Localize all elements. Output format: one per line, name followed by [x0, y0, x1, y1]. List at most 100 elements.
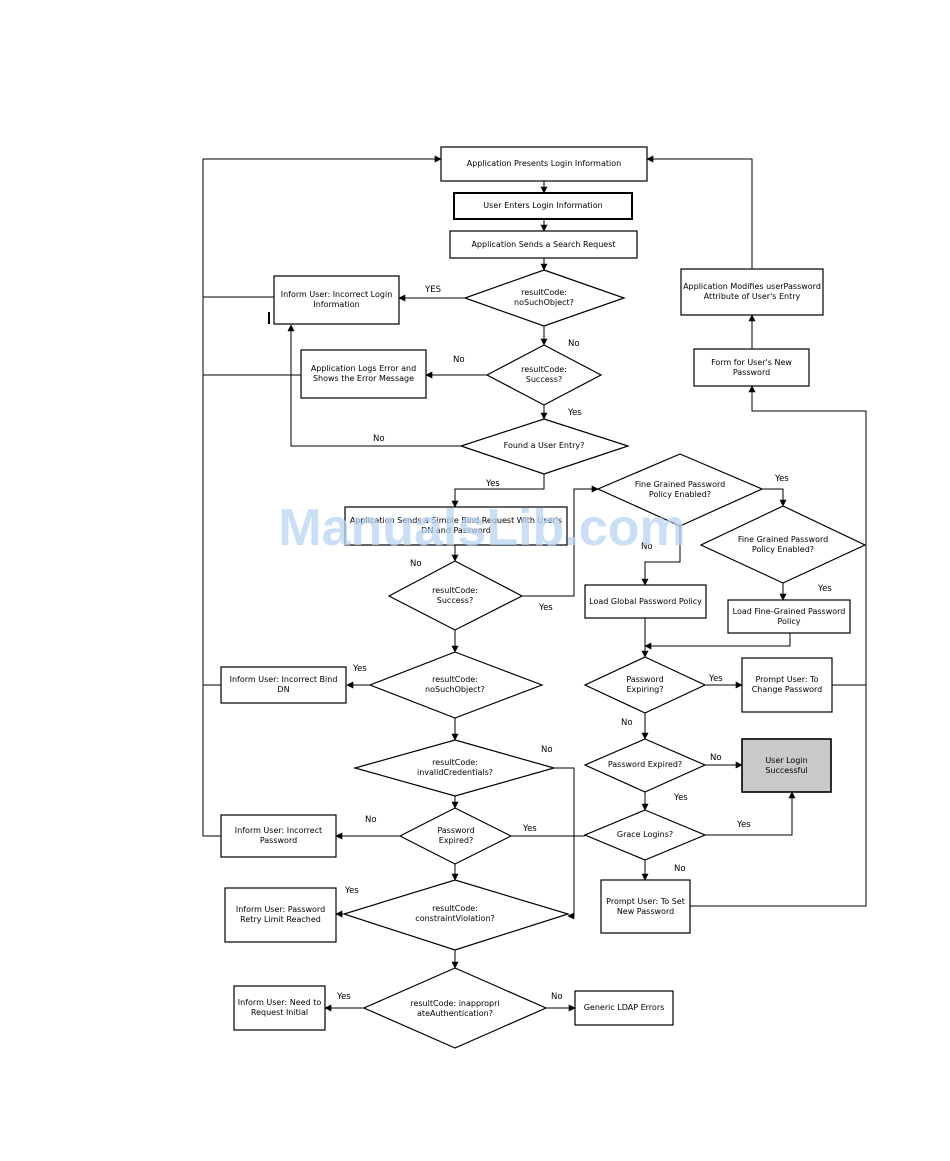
- node-fgpp-enabled-2-label: Fine Grained Password Policy Enabled?: [737, 535, 829, 554]
- node-inform-need-request: Inform User: Need to Request Initial: [233, 985, 326, 1031]
- label-no-grace: No: [674, 864, 686, 874]
- node-inform-retry-limit: Inform User: Password Retry Limit Reache…: [224, 887, 337, 943]
- label-yes-nosuchobject: YES: [424, 285, 441, 295]
- label-yes-expiredright: Yes: [673, 793, 688, 803]
- edge-found-yes: [451, 474, 545, 508]
- node-grace-logins: Grace Logins?: [583, 809, 707, 861]
- edges: [202, 155, 867, 1012]
- node-pwd-expired-left-label: Password Expired?: [437, 826, 475, 845]
- node-invalid-credentials: resultCode: invalidCredentials?: [352, 739, 557, 797]
- node-enters-login: User Enters Login Information: [453, 192, 633, 220]
- node-sends-search-label: Application Sends a Search Request: [471, 239, 616, 249]
- node-load-global-label: Load Global Password Policy: [589, 596, 702, 606]
- node-bind-no-such-object-label: resultCode: noSuchObject?: [425, 675, 485, 694]
- label-yes-expiring: Yes: [708, 674, 723, 684]
- node-sends-search: Application Sends a Search Request: [449, 230, 638, 259]
- node-present-login-label: Application Presents Login Information: [466, 159, 622, 169]
- label-yes-bindnosuch: Yes: [352, 664, 367, 674]
- node-bind-no-such-object: resultCode: noSuchObject?: [368, 651, 544, 719]
- node-pwd-expiring: Password Expiring?: [583, 656, 707, 714]
- node-simple-bind: Application Sends a Simple Bind Request …: [344, 506, 568, 546]
- label-yes-inappropriate: Yes: [336, 992, 351, 1002]
- edge-invalidcred-no: [554, 767, 575, 920]
- node-fgpp-enabled-1: Fine Grained Password Policy Enabled?: [596, 453, 764, 527]
- node-form-new-password-label: Form for User's New Password: [711, 357, 792, 377]
- node-inform-incorrect-login-label: Inform User: Incorrect Login Information: [280, 290, 393, 309]
- watermark: ManualsLib.com: [278, 499, 685, 557]
- node-simple-bind-label: Application Sends a Simple Bind Request …: [349, 516, 563, 535]
- label-yes-bindsuccess: Yes: [538, 603, 553, 613]
- node-load-global: Load Global Password Policy: [584, 584, 707, 619]
- node-enters-login-label: User Enters Login Information: [483, 201, 603, 211]
- edge-fine-merge: [644, 633, 791, 650]
- label-yes-fgpp2: Yes: [817, 584, 832, 594]
- node-load-fine: Load Fine-Grained Password Policy: [727, 599, 851, 634]
- node-prompt-set-new: Prompt User: To Set New Password: [600, 879, 691, 934]
- node-login-success: User Login Successful: [741, 738, 832, 793]
- node-generic-errors: Generic LDAP Errors: [574, 990, 674, 1026]
- node-login-success-label: User Login Successful: [765, 755, 808, 775]
- node-inform-need-request-label: Inform User: Need to Request Initial: [237, 998, 322, 1017]
- edge-labels: YES No No Yes No Yes No Yes Yes No No Ye…: [336, 285, 832, 1002]
- node-prompt-set-new-label: Prompt User: To Set New Password: [606, 896, 685, 916]
- label-no-found: No: [373, 434, 385, 444]
- edge-found-no: [287, 324, 461, 447]
- node-inappropriate-auth: resultCode: inappropriateAuthentication?: [362, 967, 548, 1049]
- label-no-invalidcred: No: [541, 745, 553, 755]
- edge-right-rail: [690, 385, 867, 907]
- node-inform-incorrect-dn: Inform User: Incorrect Bind DN: [220, 666, 347, 704]
- label-no-success: No: [453, 355, 465, 365]
- edge-modify-to-present: [646, 155, 753, 269]
- node-inappropriate-auth-label: resultCode: inappropriateAuthentication?: [410, 999, 500, 1018]
- node-modifies-attr: Application Modifies userPassword Attrib…: [680, 268, 824, 316]
- node-grace-logins-label: Grace Logins?: [616, 830, 674, 840]
- label-no-expiring: No: [621, 718, 633, 728]
- node-form-new-password: Form for User's New Password: [693, 348, 810, 387]
- node-fgpp-enabled-1-label: Fine Grained Password Policy Enabled?: [634, 480, 726, 499]
- node-is-success-label: resultCode: Success?: [521, 365, 567, 384]
- node-pwd-expiring-label: Password Expiring?: [626, 675, 664, 694]
- label-yes-found: Yes: [485, 479, 500, 489]
- node-invalid-credentials-label: resultCode: invalidCredentials?: [416, 758, 494, 777]
- node-pwd-expired-left: Password Expired?: [398, 807, 513, 865]
- label-yes-grace: Yes: [736, 820, 751, 830]
- node-pwd-expired-right-label: Password Expired?: [607, 760, 683, 770]
- nodes: Application Presents Login Information U…: [220, 146, 867, 1049]
- edge-fgpp1-no: [641, 526, 681, 586]
- node-load-fine-label: Load Fine-Grained Password Policy: [732, 606, 846, 626]
- node-prompt-change-label: Prompt User: To Change Password: [751, 675, 823, 694]
- edge-left-rail: [202, 155, 442, 837]
- node-fgpp-enabled-2: Fine Grained Password Policy Enabled?: [699, 505, 867, 584]
- label-no-expiredright: No: [710, 753, 722, 763]
- label-yes-fgpp1: Yes: [774, 474, 789, 484]
- label-yes-constraint: Yes: [344, 886, 359, 896]
- edge-grace-yes: [705, 791, 796, 836]
- node-logs-error: Application Logs Error and Shows the Err…: [300, 349, 427, 399]
- node-inform-incorrect-password-label: Inform User: Incorrect Password: [234, 826, 323, 845]
- node-bind-success-label: resultCode: Success?: [432, 586, 478, 605]
- node-modifies-attr-label: Application Modifies userPassword Attrib…: [683, 282, 821, 301]
- label-yes-success: Yes: [567, 408, 582, 418]
- label-yes-pwdexpleft: Yes: [522, 824, 537, 834]
- label-no-bindsuccess: No: [410, 559, 422, 569]
- node-inform-incorrect-dn-label: Inform User: Incorrect Bind DN: [229, 675, 338, 694]
- node-is-no-such-object: resultCode: noSuchObject?: [463, 269, 626, 327]
- node-constraint-violation-label: resultCode: constraintViolation?: [415, 904, 495, 923]
- edge-bindsuccess-yes: [522, 485, 599, 597]
- node-found-user-label: Found a User Entry?: [503, 441, 585, 451]
- edge-fgpp1-yes: [762, 488, 787, 507]
- label-no-fgpp1: No: [641, 542, 653, 552]
- node-prompt-change: Prompt User: To Change Password: [741, 657, 833, 713]
- node-found-user: Found a User Entry?: [459, 418, 630, 475]
- node-generic-errors-label: Generic LDAP Errors: [583, 1003, 665, 1013]
- label-no-pwdexpleft: No: [365, 815, 377, 825]
- node-constraint-violation: resultCode: constraintViolation?: [342, 879, 571, 951]
- label-no-nosuchobject: No: [568, 339, 580, 349]
- node-is-no-such-object-label: resultCode: noSuchObject?: [514, 288, 574, 307]
- node-inform-incorrect-password: Inform User: Incorrect Password: [220, 814, 337, 858]
- node-is-success: resultCode: Success?: [485, 344, 603, 406]
- node-inform-retry-limit-label: Inform User: Password Retry Limit Reache…: [235, 905, 326, 924]
- node-present-login: Application Presents Login Information: [440, 146, 648, 182]
- node-logs-error-label: Application Logs Error and Shows the Err…: [310, 364, 417, 383]
